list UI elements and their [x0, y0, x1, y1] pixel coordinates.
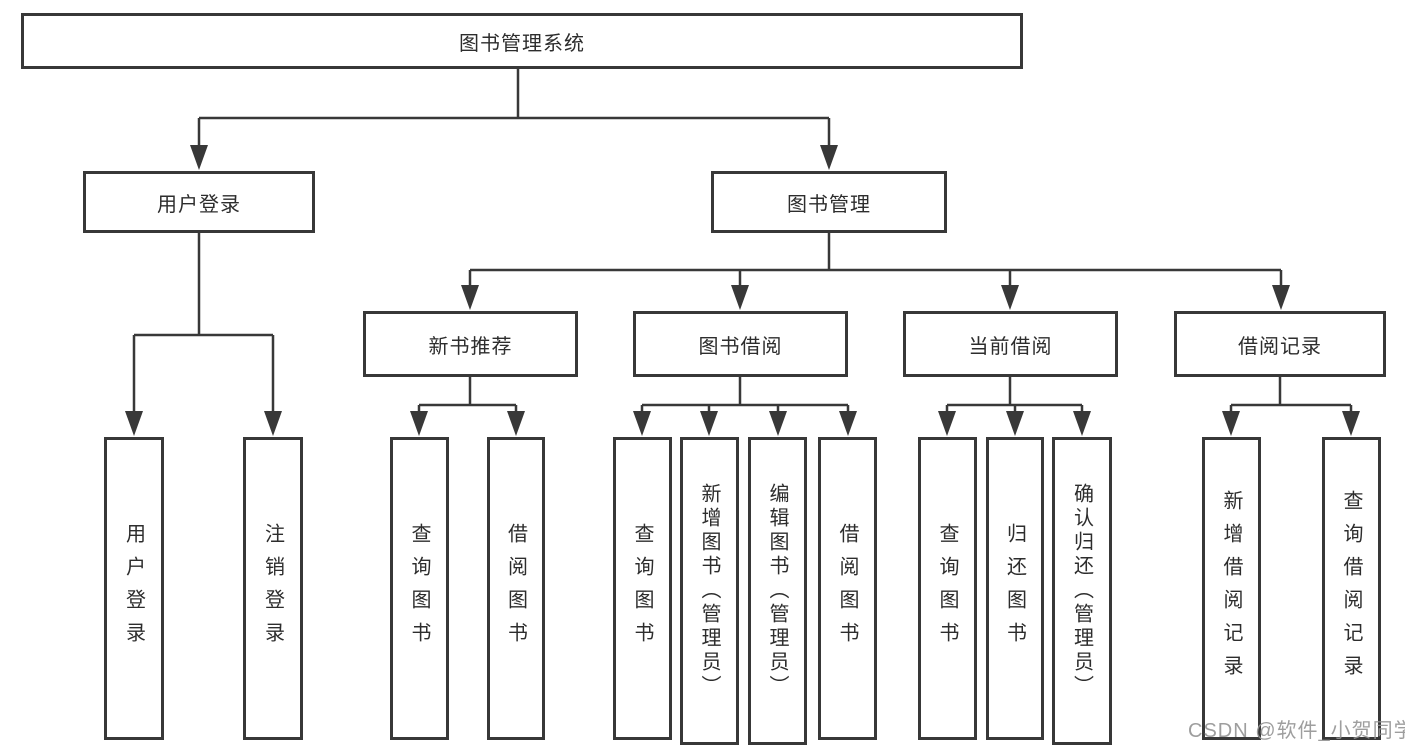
leaf-borrow-books-recommend: 借阅图书 [487, 437, 545, 740]
node-label: 图书借阅 [698, 335, 783, 358]
connector-borrowing-records-to-leaves [1222, 377, 1360, 436]
connector-line [640, 377, 850, 414]
arrowhead-to-current-borrowing [1001, 285, 1019, 310]
connector-line [417, 377, 518, 414]
node-label: 用户登录 [157, 193, 241, 216]
connector-line [132, 233, 275, 414]
connector-book-borrowing-to-leaves [633, 377, 857, 436]
arrowhead [700, 411, 718, 436]
arrowhead-to-leaf-logout [264, 411, 282, 436]
leaf-confirm-return-admin: 确认归还（管理员） [1052, 437, 1112, 745]
leaf-user-login: 用户登录 [104, 437, 164, 740]
node-borrowing-records: 借阅记录 [1174, 311, 1386, 377]
node-user-login: 用户登录 [83, 171, 315, 233]
connector-line [468, 233, 1283, 290]
leaf-label: 新增图书（管理员） [698, 483, 720, 699]
leaf-label: 编辑图书（管理员） [766, 483, 788, 699]
arrowhead [769, 411, 787, 436]
node-book-management: 图书管理 [711, 171, 947, 233]
connector-line [1229, 377, 1353, 414]
leaf-query-books-current: 查询图书 [918, 437, 977, 740]
leaf-label: 查询图书 [936, 522, 958, 655]
arrowhead-to-user-login [190, 145, 208, 170]
connector-line [945, 377, 1084, 414]
arrowhead-to-leaf-user-login [125, 411, 143, 436]
arrowhead [1222, 411, 1240, 436]
leaf-return-books: 归还图书 [986, 437, 1044, 740]
node-current-borrowing: 当前借阅 [903, 311, 1118, 377]
leaf-label: 借阅图书 [836, 522, 858, 655]
arrowhead-to-book-borrowing [731, 285, 749, 310]
arrowhead [410, 411, 428, 436]
node-label: 新书推荐 [428, 335, 513, 358]
arrowhead [1006, 411, 1024, 436]
node-label: 借阅记录 [1238, 335, 1322, 358]
leaf-label: 用户登录 [122, 522, 145, 655]
leaf-label: 注销登录 [261, 522, 284, 655]
arrowhead-to-new-book-recommendation [461, 285, 479, 310]
node-new-book-recommendation: 新书推荐 [363, 311, 578, 377]
connector-current-borrowing-to-leaves [938, 377, 1091, 436]
arrowhead [1073, 411, 1091, 436]
node-book-borrowing: 图书借阅 [633, 311, 848, 377]
leaf-query-books-borrowing: 查询图书 [613, 437, 672, 740]
leaf-label: 归还图书 [1003, 522, 1026, 655]
connector-new-book-recommendation-to-leaves [410, 377, 525, 436]
leaf-label: 借阅图书 [504, 522, 527, 655]
connector-book-management-to-modules [461, 233, 1290, 310]
arrowhead-to-borrowing-records [1272, 285, 1290, 310]
leaf-add-borrow-record: 新增借阅记录 [1202, 437, 1261, 740]
leaf-label: 确认归还（管理员） [1070, 483, 1093, 699]
connector-user-login-to-leaves [125, 233, 282, 436]
leaf-add-books-admin: 新增图书（管理员） [680, 437, 739, 745]
connector-line [197, 68, 831, 148]
leaf-query-borrow-record: 查询借阅记录 [1322, 437, 1381, 740]
leaf-label: 查询图书 [631, 522, 653, 655]
leaf-borrow-books-borrowing: 借阅图书 [818, 437, 877, 740]
leaf-edit-books-admin: 编辑图书（管理员） [748, 437, 807, 745]
arrowhead [633, 411, 651, 436]
arrowhead [839, 411, 857, 436]
arrowhead [507, 411, 525, 436]
leaf-label: 查询图书 [408, 522, 430, 655]
leaf-logout: 注销登录 [243, 437, 303, 740]
node-label: 当前借阅 [968, 335, 1053, 358]
leaf-label: 查询借阅记录 [1340, 489, 1362, 688]
connector-root-to-branches [190, 68, 838, 170]
arrowhead [1342, 411, 1360, 436]
csdn-watermark: CSDN @软件_小贺同学 [1188, 720, 1405, 742]
node-label: 图书管理系统 [459, 32, 585, 55]
node-root-system: 图书管理系统 [21, 13, 1023, 69]
arrowhead [938, 411, 956, 436]
node-label: 图书管理 [787, 193, 871, 216]
leaf-query-books-recommend: 查询图书 [390, 437, 449, 740]
leaf-label: 新增借阅记录 [1220, 489, 1242, 688]
arrowhead-to-book-management [820, 145, 838, 170]
